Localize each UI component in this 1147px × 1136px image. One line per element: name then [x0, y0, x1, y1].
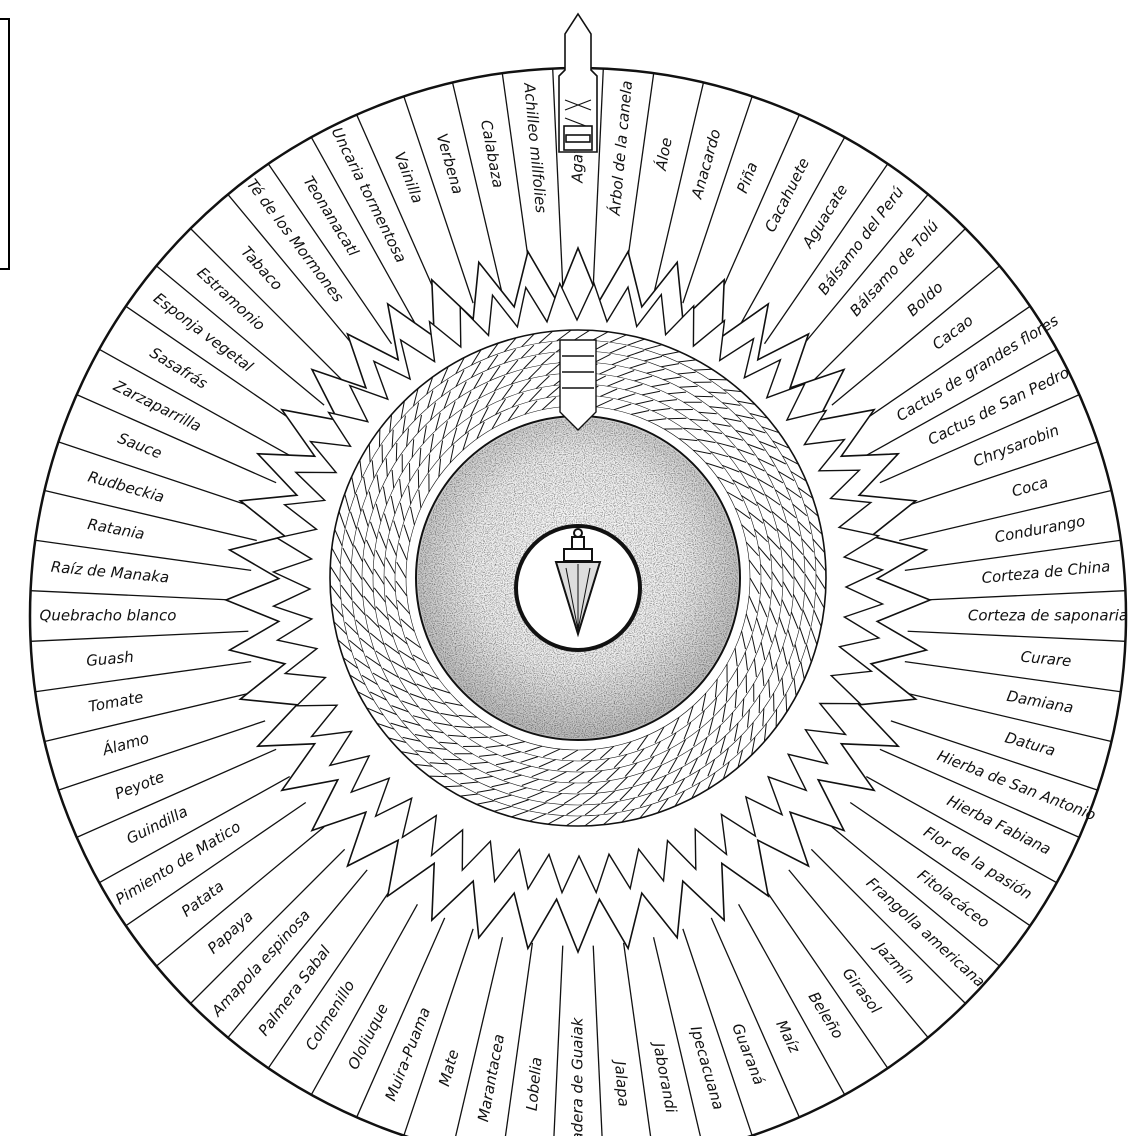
brick-stroke — [695, 396, 713, 397]
brick-stroke — [396, 443, 397, 461]
brick-stroke — [776, 709, 777, 727]
segment-label: Corteza de saponaria — [968, 607, 1128, 625]
brick-stroke — [443, 759, 461, 760]
pointer-arrow-icon — [559, 14, 597, 152]
inner-pointer-tab — [560, 340, 596, 430]
brick-stroke — [759, 695, 760, 713]
segment-label: Madera de Guaiak — [569, 1016, 587, 1136]
segment-label: Quebracho blanco — [40, 607, 177, 625]
brick-stroke — [709, 379, 727, 380]
brick-stroke — [429, 776, 447, 777]
brick-stroke — [379, 429, 380, 447]
